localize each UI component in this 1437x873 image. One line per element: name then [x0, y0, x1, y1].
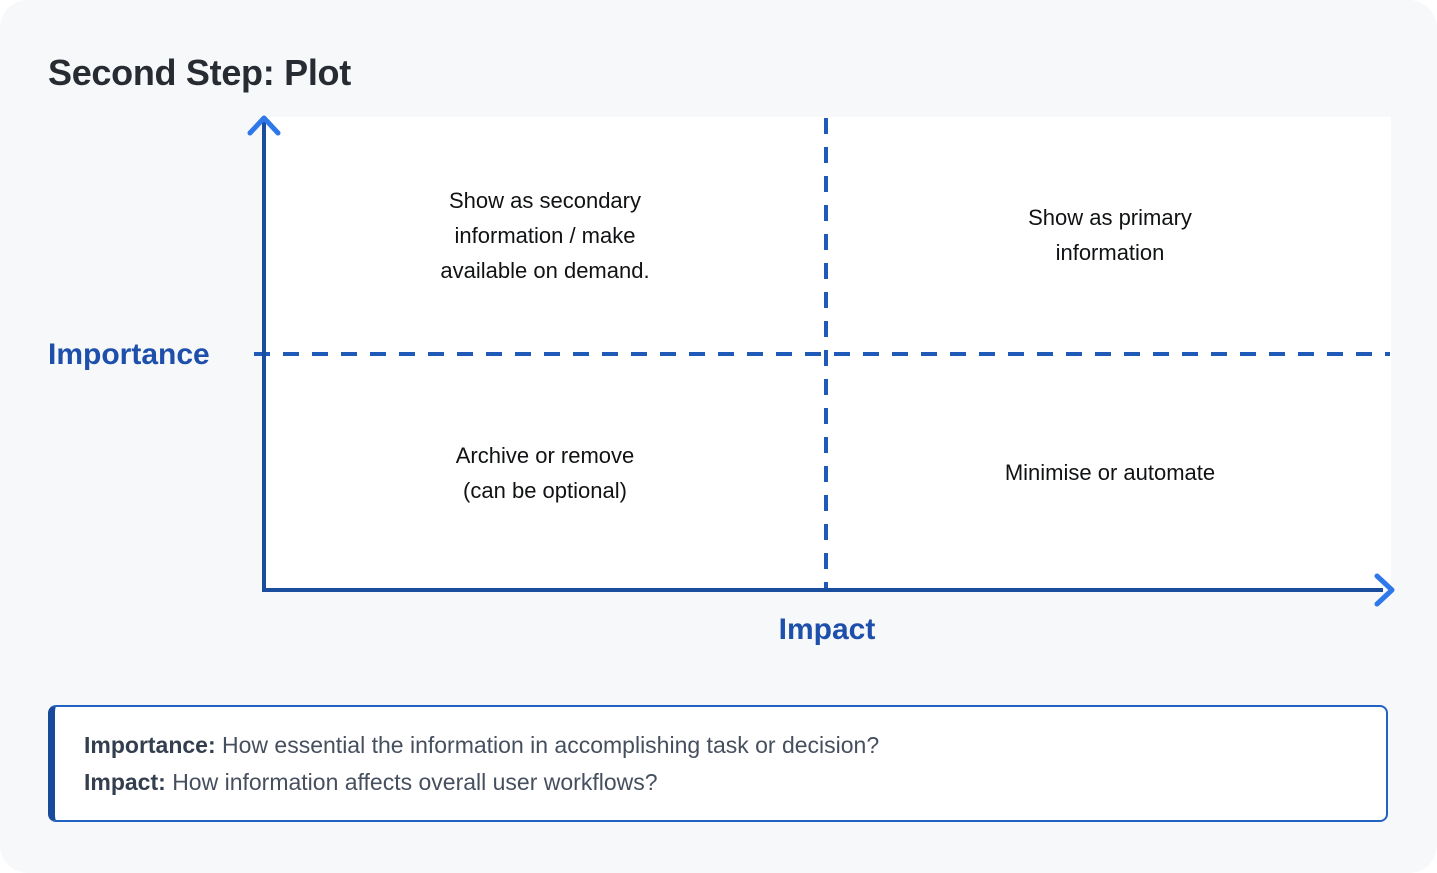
- quadrant-bottom-left-line: (can be optional): [463, 477, 627, 503]
- quadrant-bottom-left: Archive or remove (can be optional): [266, 355, 824, 590]
- page-title: Second Step: Plot: [48, 52, 351, 93]
- quadrant-top-left-line: available on demand.: [440, 257, 650, 283]
- quadrant-top-right: Show as primary information: [829, 118, 1391, 352]
- legend-importance-line: Importance: How essential the informatio…: [84, 727, 1386, 764]
- quadrant-top-left-line: information / make: [454, 222, 636, 248]
- legend-impact-term: Impact:: [84, 768, 166, 795]
- quadrant-top-right-line: Show as primary: [1028, 205, 1192, 230]
- legend-importance-definition: How essential the information in accompl…: [222, 731, 880, 758]
- legend-impact-line: Impact: How information affects overall …: [84, 764, 1386, 801]
- y-axis-label: Importance: [48, 338, 210, 371]
- quadrant-bottom-right: Minimise or automate: [829, 355, 1391, 590]
- quadrant-top-right-line: information: [1055, 240, 1165, 265]
- quadrant-top-left: Show as secondary information / make ava…: [266, 118, 824, 352]
- legend-importance-term: Importance:: [84, 731, 216, 758]
- quadrant-top-left-line: Show as secondary: [449, 187, 641, 213]
- legend-note-box: Importance: How essential the informatio…: [48, 705, 1388, 822]
- quadrant-bottom-right-line: Minimise or automate: [1004, 460, 1216, 485]
- quadrant-bottom-left-line: Archive or remove: [455, 442, 635, 468]
- legend-impact-definition: How information affects overall user wor…: [172, 768, 658, 795]
- x-axis-label: Impact: [778, 613, 876, 646]
